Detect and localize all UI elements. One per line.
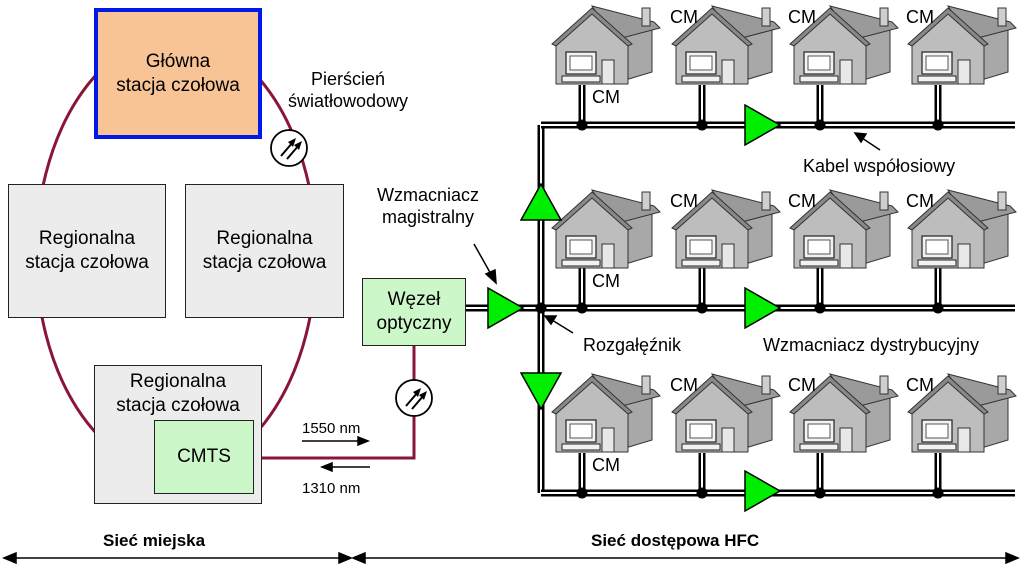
cable-modem-label: CM bbox=[906, 191, 934, 211]
amplifier-icon bbox=[744, 103, 782, 147]
cable-modem-label: CM bbox=[788, 7, 816, 27]
junction-dot bbox=[696, 302, 708, 314]
hfc-access-network-label: Sieć dostępowa HFC bbox=[591, 531, 760, 550]
junction-dot bbox=[576, 302, 588, 314]
amplifier-icon bbox=[744, 469, 782, 513]
cable-modem-label: CM bbox=[906, 375, 934, 395]
house-icon bbox=[907, 189, 1017, 269]
metro-network-label: Sieć miejska bbox=[103, 531, 206, 550]
amplifier-icon bbox=[744, 286, 782, 330]
amplifier-icon bbox=[487, 286, 525, 330]
trunk-amplifier-down-icon bbox=[519, 372, 563, 411]
main-headend-box: Główna stacja czołowa bbox=[94, 8, 262, 139]
cable-modem-label: CM bbox=[670, 191, 698, 211]
junction-dot bbox=[814, 119, 826, 131]
cable-modem-label: CM bbox=[670, 7, 698, 27]
splitter-dot bbox=[535, 302, 547, 314]
junction-dot bbox=[576, 119, 588, 131]
junction-dot bbox=[932, 487, 944, 499]
distribution-amplifier-label: Wzmacniacz dystrybucyjny bbox=[763, 335, 980, 355]
house-icon bbox=[789, 5, 899, 85]
junction-dot bbox=[814, 487, 826, 499]
houses-group bbox=[551, 5, 1017, 453]
regional-headend-left: Regionalna stacja czołowa bbox=[8, 184, 166, 318]
amplifiers-group bbox=[487, 103, 782, 513]
house-icon bbox=[551, 373, 661, 453]
cmts-box: CMTS bbox=[154, 420, 254, 494]
house-icon bbox=[789, 373, 899, 453]
regional-headend-right: Regionalna stacja czołowa bbox=[185, 184, 344, 318]
junction-dot bbox=[932, 302, 944, 314]
cable-modem-label: CM bbox=[788, 375, 816, 395]
trunk-amplifier-up-icon bbox=[519, 182, 563, 221]
coax-cable-network bbox=[466, 85, 1015, 499]
house-icon bbox=[671, 5, 781, 85]
house-icon bbox=[551, 5, 661, 85]
splitter-label: Rozgałęźnik bbox=[583, 335, 682, 355]
transceivers-group bbox=[270, 129, 433, 417]
fiber-ring-label: Pierścień światłowodowy bbox=[288, 69, 409, 111]
house-icon bbox=[671, 373, 781, 453]
optical-node-box: Węzeł optyczny bbox=[362, 278, 466, 346]
junction-dot bbox=[576, 487, 588, 499]
cable-modem-label: CM bbox=[592, 271, 620, 291]
optical-transceiver-icon bbox=[270, 129, 308, 167]
cable-modem-label: CM bbox=[592, 87, 620, 107]
junction-dot bbox=[814, 302, 826, 314]
coax-cable-label: Kabel współosiowy bbox=[803, 156, 956, 176]
cable-modem-label: CM bbox=[906, 7, 934, 27]
house-icon bbox=[671, 189, 781, 269]
network-brackets bbox=[2, 551, 1020, 565]
house-icon bbox=[907, 5, 1017, 85]
house-icon bbox=[551, 189, 661, 269]
pointer-arrows bbox=[302, 132, 881, 473]
cable-modem-label: CM bbox=[788, 191, 816, 211]
house-icon bbox=[789, 189, 899, 269]
house-icon bbox=[907, 373, 1017, 453]
upstream-wavelength-label: 1310 nm bbox=[302, 480, 361, 497]
cable-modem-label: CM bbox=[670, 375, 698, 395]
cable-modem-label: CM bbox=[592, 455, 620, 475]
junction-dot bbox=[696, 119, 708, 131]
optical-transceiver-icon bbox=[395, 379, 433, 417]
junction-dot bbox=[696, 487, 708, 499]
downstream-wavelength-label: 1550 nm bbox=[302, 420, 361, 437]
junction-dot bbox=[932, 119, 944, 131]
trunk-amplifier-label: Wzmacniacz magistralny bbox=[377, 185, 480, 227]
